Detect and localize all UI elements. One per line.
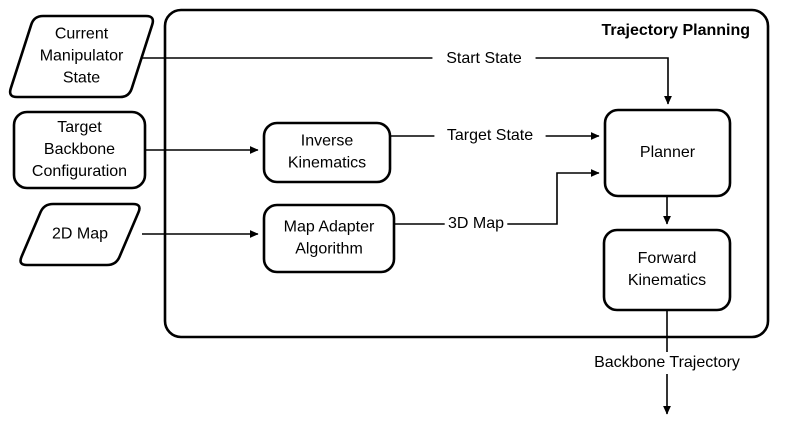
node-shape-inverse-kinematics xyxy=(262,121,392,184)
node-shape-target-backbone-configuration xyxy=(12,110,147,190)
node-label-target-backbone-configuration: Backbone xyxy=(44,141,115,158)
node-planner[interactable]: Planner xyxy=(603,108,732,198)
node-shape-planner xyxy=(603,108,732,198)
node-shape-forward-kinematics xyxy=(602,228,732,312)
node-label-map-adapter-algorithm: Algorithm xyxy=(295,241,363,258)
node-layer: CurrentManipulatorStateTargetBackboneCon… xyxy=(8,14,732,312)
node-label-inverse-kinematics: Kinematics xyxy=(288,155,366,172)
edge-label-backdrop-backbone-trajectory xyxy=(583,352,751,374)
node-label-2d-map: 2D Map xyxy=(52,226,108,243)
node-shape-map-adapter-algorithm xyxy=(262,203,396,274)
trajectory-planning-container xyxy=(163,8,770,339)
node-2d-map[interactable]: 2D Map xyxy=(19,202,141,267)
node-label-current-manipulator-state: Current xyxy=(55,26,109,43)
edge-label-start-state: Start State xyxy=(446,50,522,67)
node-label-current-manipulator-state: State xyxy=(63,70,100,87)
node-shape-current-manipulator-state xyxy=(8,14,155,99)
group-title: Trajectory Planning xyxy=(602,22,750,39)
node-label-forward-kinematics: Forward xyxy=(638,250,697,267)
node-shape-2d-map xyxy=(19,202,141,267)
edge-label-backdrop-3d-map xyxy=(444,213,508,235)
node-label-planner: Planner xyxy=(640,144,696,161)
edge-label-target-state: Target State xyxy=(447,127,533,144)
node-label-inverse-kinematics: Inverse xyxy=(301,133,354,150)
node-label-current-manipulator-state: Manipulator xyxy=(40,48,124,65)
edge-label-3d-map: 3D Map xyxy=(448,215,504,232)
edge-label-backbone-trajectory: Backbone Trajectory xyxy=(594,354,740,371)
edge-label-backdrop-target-state xyxy=(434,125,546,147)
node-label-forward-kinematics: Kinematics xyxy=(628,272,706,289)
node-label-target-backbone-configuration: Target xyxy=(57,119,102,136)
node-label-target-backbone-configuration: Configuration xyxy=(32,163,127,180)
edge-label-backdrop-start-state xyxy=(432,48,536,70)
trajectory-planning-group xyxy=(163,8,770,339)
node-label-map-adapter-algorithm: Map Adapter xyxy=(284,219,375,236)
edge-start-state xyxy=(140,57,672,105)
